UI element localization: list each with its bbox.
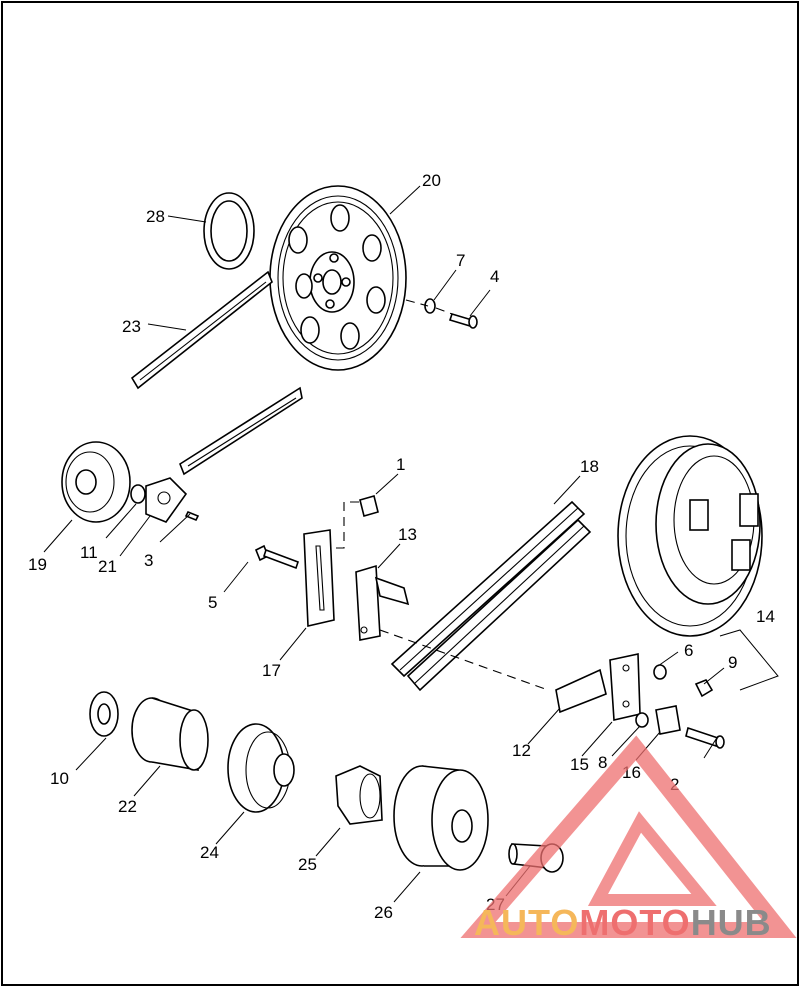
- part-3-screw: [184, 510, 200, 522]
- label-7: 7: [456, 251, 465, 270]
- label-17: 17: [262, 661, 281, 680]
- part-15-plate: [609, 653, 641, 721]
- part-18-primary-chain: [390, 500, 592, 692]
- label-19: 19: [28, 555, 47, 574]
- label-25: 25: [298, 855, 317, 874]
- part-13-bracket: [355, 564, 410, 641]
- part-28-ring: [203, 192, 255, 270]
- part-11-seal: [130, 484, 146, 504]
- part-1-screw: [336, 495, 379, 549]
- part-4-bolt: [448, 313, 478, 329]
- part-21-lock-plate: [145, 477, 188, 523]
- part-8-washer: [635, 712, 649, 728]
- label-24: 24: [200, 843, 219, 862]
- label-6: 6: [684, 641, 693, 660]
- part-24-sprocket: [227, 723, 295, 813]
- label-4: 4: [490, 267, 499, 286]
- watermark-word-moto: MOTO: [579, 902, 690, 943]
- label-13: 13: [398, 525, 417, 544]
- part-17-adjuster-plate: [303, 529, 335, 627]
- label-15: 15: [570, 755, 589, 774]
- label-21: 21: [98, 557, 117, 576]
- part-26-drum: [393, 765, 489, 871]
- leader-lines: [43, 185, 725, 903]
- part-9-nut: [694, 679, 714, 698]
- label-8: 8: [598, 753, 607, 772]
- label-22: 22: [118, 797, 137, 816]
- label-1: 1: [396, 455, 405, 474]
- label-10: 10: [50, 769, 69, 788]
- part-10-washer: [89, 691, 119, 737]
- part-14-clutch-assembly: [617, 435, 763, 637]
- part-22-hub: [131, 697, 209, 771]
- label-28: 28: [146, 207, 165, 226]
- part-25-cam: [335, 765, 383, 825]
- label-14: 14: [756, 607, 775, 626]
- label-20: 20: [422, 171, 441, 190]
- watermark-word-auto: AUTO: [474, 902, 579, 943]
- label-18: 18: [580, 457, 599, 476]
- part-6-nut: [653, 664, 667, 680]
- label-3: 3: [144, 551, 153, 570]
- part-2-bolt: [685, 726, 725, 749]
- dash-pulley-bolt: [405, 299, 453, 315]
- part-20-rear-pulley: [269, 185, 407, 371]
- part-19-front-pulley: [61, 441, 131, 523]
- label-23: 23: [122, 317, 141, 336]
- label-9: 9: [728, 653, 737, 672]
- label-11: 11: [80, 543, 98, 562]
- part-12-chain-shoe: [555, 668, 607, 714]
- part-7-washer: [424, 298, 436, 314]
- svg-text:AUTOMOTOHUB: AUTOMOTOHUB: [474, 902, 772, 943]
- part-23-belt: [130, 270, 303, 476]
- label-26: 26: [374, 903, 393, 922]
- watermark-word-hub: HUB: [691, 902, 772, 943]
- part-5-bolt: [254, 544, 300, 570]
- label-5: 5: [208, 593, 217, 612]
- watermark-logo: [460, 735, 797, 938]
- watermark-text: AUTOMOTOHUB: [474, 902, 772, 943]
- bracket-14: [719, 629, 779, 691]
- label-12: 12: [512, 741, 531, 760]
- part-16-lockplate: [655, 705, 681, 735]
